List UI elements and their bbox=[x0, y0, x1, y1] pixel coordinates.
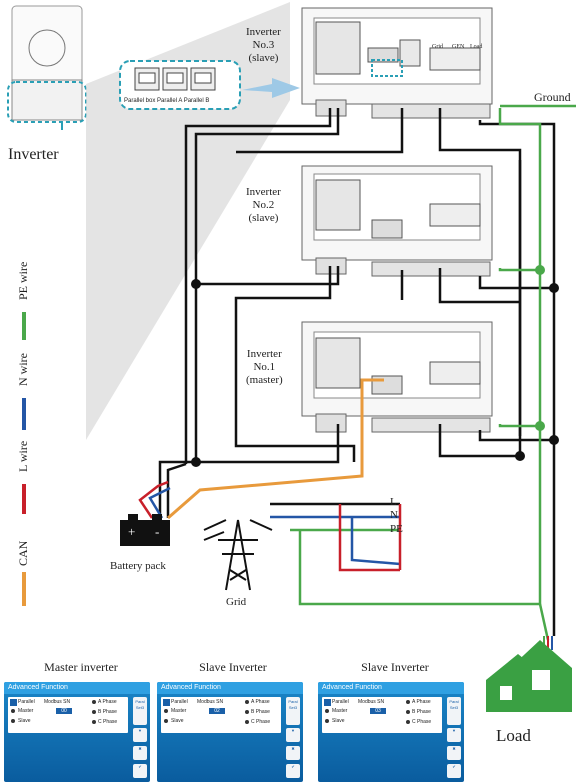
modbus-value[interactable]: 03 bbox=[370, 708, 386, 714]
b-phase-radio[interactable] bbox=[92, 710, 96, 714]
a-phase-radio[interactable] bbox=[245, 700, 249, 704]
b-phase-label: B Phase bbox=[98, 709, 117, 715]
grid-pe-label: PE bbox=[390, 523, 403, 535]
battery-pack bbox=[120, 514, 170, 546]
confirm-check-icon[interactable]: ✔ bbox=[133, 764, 147, 778]
a-phase-label: A Phase bbox=[251, 699, 270, 705]
grid-l-label: L bbox=[390, 496, 397, 508]
master-radio[interactable] bbox=[325, 709, 329, 713]
screen-master: Advanced Function Parallel Master Slave … bbox=[4, 682, 150, 782]
screen-1-title: Master inverter bbox=[44, 660, 118, 674]
screen-panel bbox=[8, 697, 128, 733]
a-phase-label: A Phase bbox=[412, 699, 431, 705]
screen-slave-2: Advanced Function Parallel Master Slave … bbox=[157, 682, 303, 782]
slave-label: Slave bbox=[18, 718, 31, 724]
paral-set-button[interactable]: Paral Set3 bbox=[286, 697, 300, 725]
ground-label: Ground bbox=[534, 90, 571, 104]
terminal-label-grid: Grid bbox=[432, 44, 443, 50]
parallel-port-zoom bbox=[119, 60, 241, 110]
modbus-label: Modbus SN bbox=[44, 699, 71, 705]
grid-n-label: N bbox=[390, 509, 398, 521]
modbus-value[interactable]: 02 bbox=[209, 708, 225, 714]
inverter-thumbnail bbox=[7, 5, 87, 130]
parallel-checkbox[interactable] bbox=[324, 699, 331, 706]
slave-label: Slave bbox=[332, 718, 345, 724]
slave-radio[interactable] bbox=[325, 719, 329, 723]
c-phase-label: C Phase bbox=[251, 719, 271, 725]
a-phase-radio[interactable] bbox=[406, 700, 410, 704]
legend-pe-label: PE wire bbox=[16, 261, 30, 300]
master-label: Master bbox=[171, 708, 187, 714]
screen-panel bbox=[322, 697, 442, 733]
battery-plus-label: + bbox=[128, 524, 136, 539]
parallel-checkbox[interactable] bbox=[163, 699, 170, 706]
battery-minus-label: - bbox=[155, 524, 160, 539]
cancel-x-icon[interactable]: ✖ bbox=[447, 746, 461, 760]
parallel-label: Parallel bbox=[332, 699, 349, 705]
cancel-x-icon[interactable]: ✖ bbox=[286, 746, 300, 760]
screen-header: Advanced Function bbox=[318, 682, 464, 694]
confirm-check-icon[interactable]: ✔ bbox=[447, 764, 461, 778]
inverter-thumbnail-label: Inverter bbox=[8, 146, 59, 163]
load-label: Load bbox=[496, 726, 531, 745]
c-phase-label: C Phase bbox=[98, 719, 118, 725]
slave-label: Slave bbox=[171, 718, 184, 724]
grid-label: Grid bbox=[226, 596, 247, 608]
c-phase-radio[interactable] bbox=[245, 720, 249, 724]
parallel-checkbox[interactable] bbox=[10, 699, 17, 706]
b-phase-radio[interactable] bbox=[245, 710, 249, 714]
down-arrow-icon[interactable]: ▼ bbox=[447, 728, 461, 742]
inverter-3-body bbox=[301, 7, 493, 119]
master-radio[interactable] bbox=[11, 709, 15, 713]
modbus-value[interactable]: 00 bbox=[56, 708, 72, 714]
b-phase-label: B Phase bbox=[251, 709, 270, 715]
master-radio[interactable] bbox=[164, 709, 168, 713]
parallel-label: Parallel bbox=[171, 699, 188, 705]
screen-header: Advanced Function bbox=[157, 682, 303, 694]
screen-slave-3: Advanced Function Parallel Master Slave … bbox=[318, 682, 464, 782]
paral-set-button[interactable]: Paral Set3 bbox=[447, 697, 461, 725]
a-phase-radio[interactable] bbox=[92, 700, 96, 704]
parallel-port-labels: Parallel box Parallel A Parallel B bbox=[124, 98, 210, 104]
screen-2-title: Slave Inverter bbox=[199, 660, 267, 674]
b-phase-radio[interactable] bbox=[406, 710, 410, 714]
battery-label: Battery pack bbox=[110, 560, 166, 572]
c-phase-radio[interactable] bbox=[406, 720, 410, 724]
b-phase-label: B Phase bbox=[412, 709, 431, 715]
master-label: Master bbox=[332, 708, 348, 714]
terminal-label-load: Load bbox=[470, 44, 483, 50]
c-phase-label: C Phase bbox=[412, 719, 432, 725]
inverter-2-body bbox=[301, 165, 493, 277]
c-phase-radio[interactable] bbox=[92, 720, 96, 724]
paral-set-button[interactable]: Paral Set3 bbox=[133, 697, 147, 725]
a-phase-label: A Phase bbox=[98, 699, 117, 705]
parallel-label: Parallel bbox=[18, 699, 35, 705]
slave-radio[interactable] bbox=[11, 719, 15, 723]
down-arrow-icon[interactable]: ▼ bbox=[286, 728, 300, 742]
screen-3-title: Slave Inverter bbox=[361, 660, 429, 674]
confirm-check-icon[interactable]: ✔ bbox=[286, 764, 300, 778]
terminal-label-gen: GEN bbox=[452, 44, 465, 50]
legend-n-label: N wire bbox=[16, 353, 30, 386]
grid-pylon-icon bbox=[203, 519, 273, 591]
load-house-icon bbox=[486, 636, 572, 712]
modbus-label: Modbus SN bbox=[197, 699, 224, 705]
legend-can-label: CAN bbox=[16, 540, 30, 566]
screen-header: Advanced Function bbox=[4, 682, 150, 694]
legend-l-label: L wire bbox=[16, 440, 30, 472]
cancel-x-icon[interactable]: ✖ bbox=[133, 746, 147, 760]
down-arrow-icon[interactable]: ▼ bbox=[133, 728, 147, 742]
screen-panel bbox=[161, 697, 281, 733]
inverter-1-body bbox=[301, 321, 493, 433]
modbus-label: Modbus SN bbox=[358, 699, 385, 705]
master-label: Master bbox=[18, 708, 34, 714]
slave-radio[interactable] bbox=[164, 719, 168, 723]
